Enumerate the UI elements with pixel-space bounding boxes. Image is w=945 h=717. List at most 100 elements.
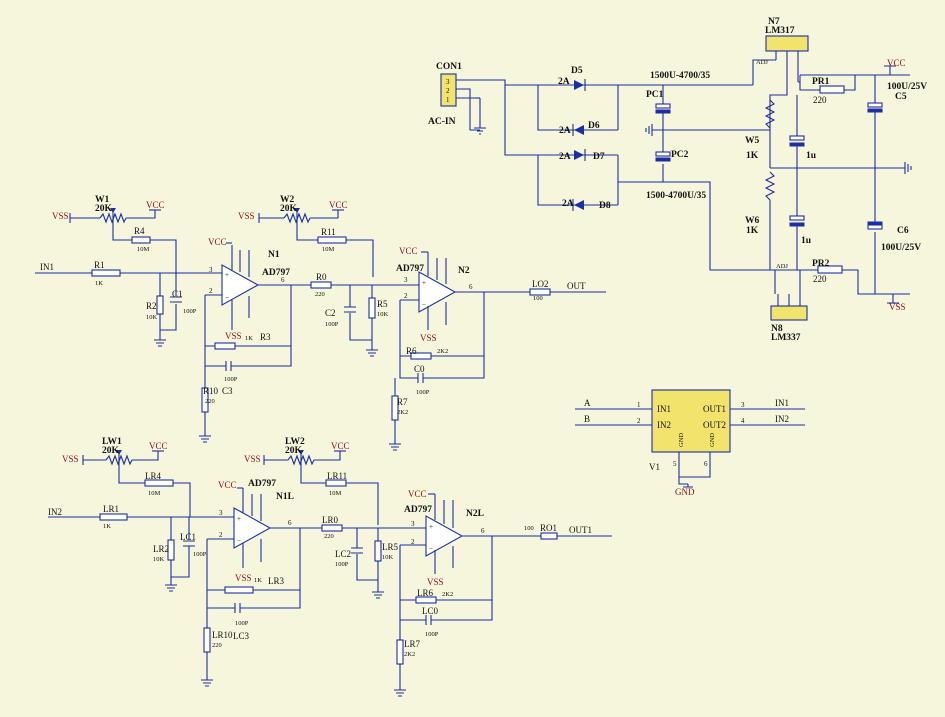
pr1-ref: PR1 bbox=[812, 77, 830, 87]
vss-label-n2l: VSS bbox=[427, 577, 444, 587]
svg-text:2: 2 bbox=[404, 292, 408, 300]
r7-ref: R7 bbox=[397, 397, 408, 407]
pr1-value: 220 bbox=[813, 95, 827, 105]
r4-ref: R4 bbox=[134, 226, 145, 236]
r6-value: 2K2 bbox=[437, 348, 448, 355]
w1-ref: W1 bbox=[95, 195, 110, 205]
pot-w5 bbox=[764, 99, 776, 129]
w6-ref: W6 bbox=[745, 216, 760, 226]
resistor-r3 bbox=[214, 342, 236, 350]
c2-value: 100P bbox=[325, 321, 339, 328]
lr7-ref: LR7 bbox=[404, 639, 421, 649]
vss-label-lw2: VSS bbox=[244, 454, 261, 464]
lr4-value: 10M bbox=[148, 490, 161, 497]
v1-net-in1: IN1 bbox=[775, 398, 789, 408]
cap-c2 bbox=[344, 306, 356, 313]
v1-ref: V1 bbox=[649, 462, 660, 472]
lr0-value: 220 bbox=[324, 533, 334, 540]
lr2-ref: LR2 bbox=[153, 544, 169, 554]
c3-ref: C3 bbox=[222, 386, 233, 396]
r3-ref: R3 bbox=[260, 332, 271, 342]
diode-d5 bbox=[574, 80, 584, 90]
lo2-ref: LO2 bbox=[532, 279, 549, 289]
svg-text:+: + bbox=[422, 279, 426, 287]
svg-text:2: 2 bbox=[411, 538, 415, 546]
v1-pin-in2: IN2 bbox=[657, 420, 671, 430]
pot-w1 bbox=[99, 212, 127, 224]
svg-text:+: + bbox=[429, 523, 433, 531]
lc1-ref: LC1 bbox=[180, 532, 196, 542]
n1-part: AD797 bbox=[262, 268, 290, 278]
svg-text:−: − bbox=[429, 545, 433, 553]
lc3-ref: LC3 bbox=[233, 631, 250, 641]
con1-wires bbox=[456, 79, 538, 131]
vcc-label-power: VCC bbox=[887, 58, 906, 68]
vss-label-w1: VSS bbox=[52, 211, 69, 221]
cap-lc1 bbox=[183, 540, 195, 547]
pc2-value: 1500-4700U/35 bbox=[646, 191, 706, 201]
d6-rating: 2A bbox=[559, 126, 571, 136]
con1-ref: CON1 bbox=[436, 62, 462, 72]
r2-value: 10K bbox=[146, 314, 158, 321]
vss-label-n2: VSS bbox=[420, 333, 437, 343]
resistor-lr0 bbox=[321, 524, 343, 532]
n1l-ref: N1L bbox=[276, 492, 294, 502]
resistor-lr1 bbox=[99, 513, 128, 521]
c1-value: 100P bbox=[183, 308, 197, 315]
out1-label: OUT1 bbox=[569, 525, 592, 535]
r11-value: 10M bbox=[322, 246, 335, 253]
svg-text:−: − bbox=[237, 537, 241, 545]
resistor-r10 bbox=[201, 387, 209, 413]
lr6-value: 2K2 bbox=[442, 591, 453, 598]
v1-pin-out2: OUT2 bbox=[703, 420, 726, 430]
n7-ref: N7 bbox=[768, 17, 780, 27]
pc1-ref: PC1 bbox=[646, 90, 664, 100]
v1-net-b: B bbox=[584, 414, 590, 424]
v1-pin-gnd-b: GND bbox=[709, 433, 716, 447]
lr3-ref: LR3 bbox=[268, 576, 285, 586]
n7-adj-label: ADJ bbox=[756, 59, 768, 66]
resistor-r5 bbox=[368, 297, 376, 319]
regulator-n8: N8 LM337 bbox=[770, 294, 808, 343]
vcc-label-w2: VCC bbox=[329, 200, 348, 210]
svg-text:+: + bbox=[225, 271, 229, 279]
cap-1u-b bbox=[789, 215, 805, 221]
r7-value: 2K2 bbox=[397, 409, 408, 416]
resistor-r6 bbox=[410, 352, 432, 360]
lr2-value: 10K bbox=[153, 556, 165, 563]
d7-ref: D7 bbox=[593, 152, 605, 162]
lc2-value: 100P bbox=[335, 561, 349, 568]
resistor-pr2 bbox=[817, 265, 843, 274]
con1-body bbox=[440, 73, 457, 107]
ground-r7 bbox=[389, 443, 401, 451]
opamp-n1: + − 3 2 6 AD797 N1 VCC VSS bbox=[208, 237, 290, 341]
vcc-label-n2l: VCC bbox=[408, 489, 427, 499]
n7-out-wires bbox=[769, 74, 910, 130]
resistor-lr7 bbox=[396, 639, 404, 665]
v1-pin-out1: OUT1 bbox=[703, 404, 726, 414]
opamp-n1l: + − 3 2 6 AD797 N1L VCC VSS bbox=[218, 479, 294, 583]
c6-ref: C6 bbox=[897, 226, 909, 236]
lw2-ref: LW2 bbox=[285, 437, 305, 447]
pr2-ref: PR2 bbox=[812, 259, 830, 269]
out-label: OUT bbox=[567, 281, 586, 291]
channel-2: LW1 20K VSS VCC LR4 10M IN2 LR1 1K LR2 1… bbox=[48, 437, 612, 697]
svg-text:+: + bbox=[237, 515, 241, 523]
resistor-lr5 bbox=[374, 540, 382, 562]
lc1-value: 100P bbox=[193, 551, 207, 558]
cap-c5 bbox=[867, 102, 883, 108]
pot-w2 bbox=[283, 212, 311, 224]
lc0-value: 100P bbox=[425, 631, 439, 638]
svg-text:3: 3 bbox=[411, 520, 415, 528]
cap-c6 bbox=[867, 224, 883, 230]
resistor-lr10 bbox=[203, 627, 211, 653]
svg-text:−: − bbox=[225, 294, 229, 302]
resistor-lr6 bbox=[415, 596, 437, 604]
vcc-label-w1: VCC bbox=[146, 200, 165, 210]
svg-text:3: 3 bbox=[741, 401, 745, 409]
lr3-value: 1K bbox=[254, 577, 262, 584]
diode-d8 bbox=[574, 200, 584, 210]
lc2-ref: LC2 bbox=[335, 549, 351, 559]
ground-symbol bbox=[474, 127, 486, 135]
pc2-ref: PC2 bbox=[671, 150, 689, 160]
